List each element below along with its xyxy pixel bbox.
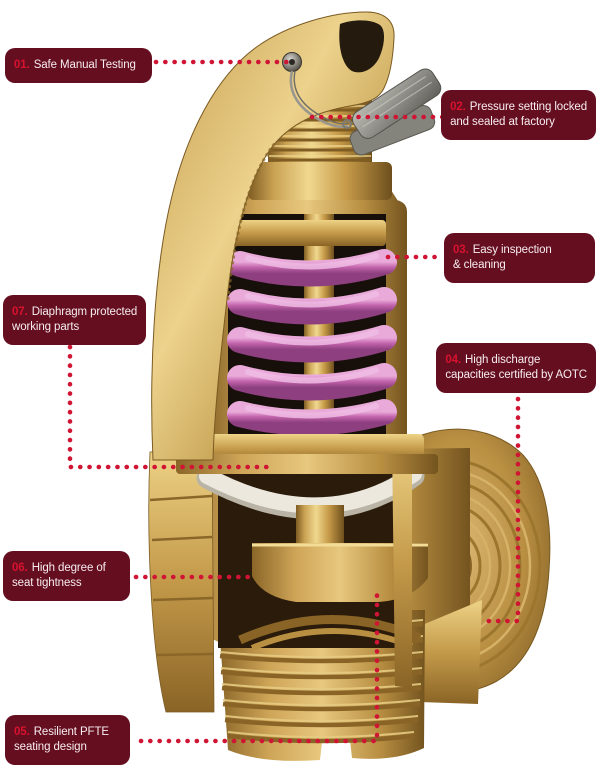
callout-number: 06. [12,562,28,574]
callout-01-safe-manual-testing: 01.Safe Manual Testing [5,48,152,83]
callout-label: High degree of seat tightness [12,562,106,589]
spindle [304,214,334,440]
callout-06-seat-tightness: 06.High degree of seat tightness [3,551,130,601]
lever-slot [339,20,385,73]
callout-03-easy-inspection: 03.Easy inspection & cleaning [444,233,595,283]
callout-number: 02. [450,101,466,113]
callout-label: Resilient PFTE seating design [14,726,109,753]
spring-plate [230,220,386,246]
spring [227,249,397,436]
callout-05-resilient-pfte-seat: 05.Resilient PFTE seating design [5,715,130,765]
callout-04-high-discharge: 04.High discharge capacities certified b… [436,343,596,393]
callout-number: 03. [453,244,469,256]
leader-04 [485,396,521,624]
seal-wire [289,70,349,129]
test-lever [151,11,395,461]
valve-disc [252,543,428,602]
callout-label: High discharge capacities certified by A… [445,354,587,381]
callout-number: 05. [14,726,30,738]
callout-07-diaphragm-protected: 07.Diaphragm protected working parts [3,295,147,345]
callout-02-pressure-setting-sealed: 02.Pressure setting locked and sealed at… [441,90,596,140]
leader-lines [67,59,521,744]
callout-label: Diaphragm protected working parts [12,306,138,333]
lead-seal-tag [351,68,442,139]
spring-housing [176,176,438,474]
callout-number: 04. [445,354,462,366]
leader-05 [138,588,380,744]
bonnet-cap [248,162,392,200]
disc-stem [296,505,344,547]
callout-label: Easy inspection & cleaning [453,244,552,271]
leader-07 [67,344,277,470]
callout-label: Safe Manual Testing [33,59,136,71]
callout-number: 01. [14,59,30,71]
callout-label: Pressure setting locked and sealed at fa… [450,101,587,128]
callout-number: 07. [12,306,28,318]
